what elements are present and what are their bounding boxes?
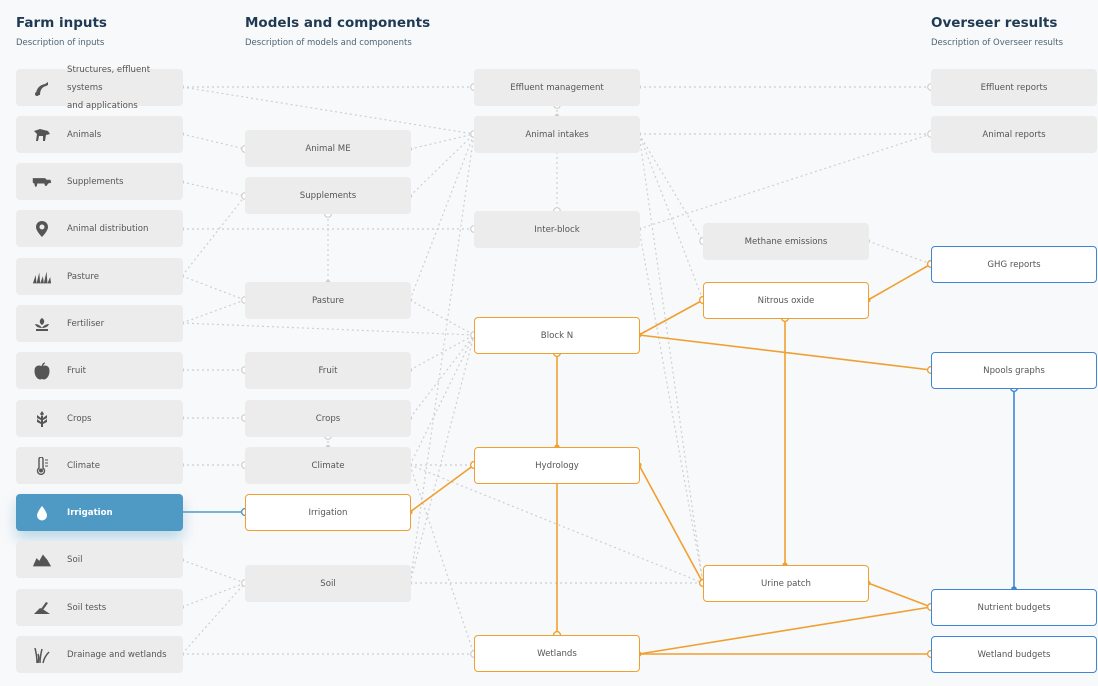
result-ghg-reports[interactable]: GHG reports (931, 246, 1097, 283)
model-effluent-management[interactable]: Effluent management (474, 69, 640, 106)
result-effluent-reports[interactable]: Effluent reports (931, 69, 1097, 106)
input-climate[interactable]: Climate (16, 447, 183, 484)
results-title: Overseer results (931, 15, 1058, 31)
model-nitrous-oxide[interactable]: Nitrous oxide (703, 282, 869, 319)
model-inter-block[interactable]: Inter-block (474, 211, 640, 248)
input-structures-effluent[interactable]: Structures, effluent systems and applica… (16, 65, 183, 111)
soil-icon (32, 550, 52, 570)
input-fertiliser[interactable]: Fertiliser (16, 305, 183, 342)
input-drainage-wetlands[interactable]: Drainage and wetlands (16, 636, 183, 673)
input-label: Fruit (67, 365, 87, 376)
component-soil[interactable]: Soil (245, 565, 411, 602)
input-label: Drainage and wetlands (67, 649, 167, 660)
input-animals[interactable]: Animals (16, 116, 183, 153)
component-animal-me[interactable]: Animal ME (245, 130, 411, 167)
water-drop-icon (32, 503, 52, 523)
input-label: Fertiliser (67, 318, 105, 329)
input-label: Animals (67, 129, 102, 140)
model-block-n[interactable]: Block N (474, 317, 640, 354)
component-crops[interactable]: Crops (245, 400, 411, 437)
input-label: Pasture (67, 271, 99, 282)
input-label: Supplements (67, 176, 124, 187)
fruit-icon (32, 361, 52, 381)
input-label: Soil tests (67, 602, 107, 613)
component-fruit[interactable]: Fruit (245, 352, 411, 389)
component-irrigation[interactable]: Irrigation (245, 494, 411, 531)
animal-icon (32, 125, 52, 145)
input-pasture[interactable]: Pasture (16, 258, 183, 295)
input-animal-distribution[interactable]: Animal distribution (16, 210, 183, 247)
input-label: Structures, effluent systems and applica… (67, 64, 151, 111)
input-supplements[interactable]: Supplements (16, 163, 183, 200)
input-label: Climate (67, 460, 101, 471)
models-desc: Description of models and components (245, 38, 412, 48)
component-climate[interactable]: Climate (245, 447, 411, 484)
drainage-icon (32, 645, 52, 665)
component-supplements[interactable]: Supplements (245, 177, 411, 214)
result-animal-reports[interactable]: Animal reports (931, 116, 1097, 153)
input-irrigation[interactable]: Irrigation (16, 494, 183, 531)
map-pin-icon (32, 219, 52, 239)
result-nutrient-budgets[interactable]: Nutrient budgets (931, 589, 1097, 626)
crop-icon (32, 409, 52, 429)
model-methane-emissions[interactable]: Methane emissions (703, 223, 869, 260)
input-fruit[interactable]: Fruit (16, 352, 183, 389)
results-desc: Description of Overseer results (931, 38, 1064, 48)
soil-test-icon (32, 598, 52, 618)
fertiliser-icon (32, 314, 52, 334)
inputs-desc: Description of inputs (16, 38, 105, 48)
input-soil[interactable]: Soil (16, 541, 183, 578)
models-title: Models and components (245, 15, 431, 31)
result-wetland-budgets[interactable]: Wetland budgets (931, 636, 1097, 673)
inputs-title: Farm inputs (16, 15, 107, 31)
thermometer-icon (32, 456, 52, 476)
input-crops[interactable]: Crops (16, 400, 183, 437)
input-label: Soil (67, 554, 83, 565)
supplements-icon (32, 172, 52, 192)
input-soil-tests[interactable]: Soil tests (16, 589, 183, 626)
model-hydrology[interactable]: Hydrology (474, 447, 640, 484)
result-npools-graphs[interactable]: Npools graphs (931, 352, 1097, 389)
pasture-icon (32, 267, 52, 287)
input-label: Animal distribution (67, 223, 149, 234)
input-label: Irrigation (67, 507, 113, 518)
model-animal-intakes[interactable]: Animal intakes (474, 116, 640, 153)
input-label: Crops (67, 413, 92, 424)
model-wetlands[interactable]: Wetlands (474, 635, 640, 672)
model-urine-patch[interactable]: Urine patch (703, 565, 869, 602)
active-connections (409, 263, 932, 655)
component-pasture[interactable]: Pasture (245, 282, 411, 319)
effluent-icon (32, 78, 52, 98)
